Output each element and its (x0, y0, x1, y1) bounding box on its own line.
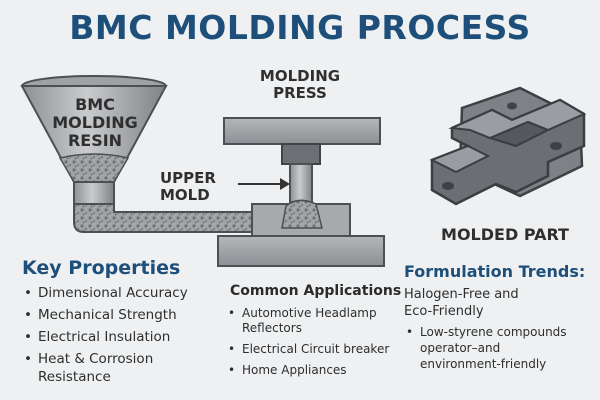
hopper-label: BMC MOLDING RESIN (40, 96, 150, 150)
list-item: Low-styrene compounds operator–and envir… (406, 324, 570, 372)
upper-mold-arrow (238, 178, 290, 190)
key-properties-heading: Key Properties (22, 257, 181, 279)
formulation-trends-heading: Formulation Trends: (404, 262, 586, 281)
common-applications-list: Automotive Headlamp Reflectors Electrica… (228, 306, 404, 378)
molded-part (429, 86, 587, 206)
list-item: Mechanical Strength (24, 306, 224, 324)
upper-mold-label: UPPER MOLD (160, 170, 240, 204)
upper-mold-label-line: UPPER (160, 169, 216, 187)
formulation-trends-subheading: Halogen-Free and Eco-Friendly (404, 287, 519, 319)
list-item: Electrical Insulation (24, 328, 224, 346)
press-label: MOLDING PRESS (240, 68, 360, 102)
hopper-label-line: BMC (75, 95, 115, 114)
feed-pipe (73, 203, 291, 233)
list-item: Heat & Corrosion Resistance (24, 350, 188, 386)
press-label-line: MOLDING (259, 67, 341, 85)
list-item: Home Appliances (228, 363, 404, 378)
press-label-line: PRESS (273, 83, 327, 102)
molded-part-label: MOLDED PART (441, 225, 569, 244)
upper-mold-label-line: MOLD (160, 185, 210, 204)
molding-press (217, 117, 385, 267)
formulation-trends-list: Low-styrene compounds operator–and envir… (406, 324, 576, 372)
list-item: Dimensional Accuracy (24, 284, 224, 302)
key-properties-list: Dimensional Accuracy Mechanical Strength… (24, 284, 224, 386)
list-item: Electrical Circuit breaker (228, 342, 404, 357)
hopper-label-line: MOLDING (52, 112, 138, 132)
common-applications-heading: Common Applications (230, 283, 402, 299)
list-item: Automotive Headlamp Reflectors (228, 306, 392, 336)
page-title: BMC MOLDING PROCESS (69, 8, 531, 47)
hopper-label-line: RESIN (67, 130, 123, 150)
